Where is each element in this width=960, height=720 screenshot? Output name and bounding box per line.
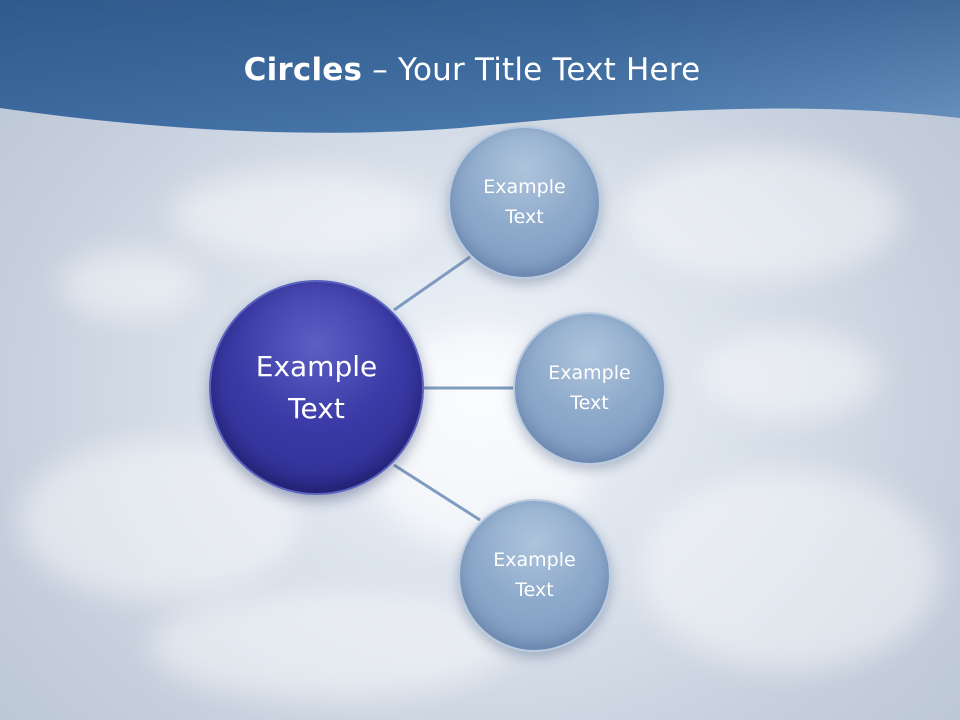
cloud-decoration <box>60 250 200 320</box>
center-circle-line1: Example <box>255 349 378 383</box>
center-circle-line2: Text <box>288 391 345 425</box>
cloud-decoration <box>700 330 880 420</box>
title-rest: – Your Title Text Here <box>362 52 701 88</box>
node-label-line1: Example <box>493 549 576 572</box>
cloud-decoration <box>640 470 940 670</box>
node-label-line2: Text <box>515 578 554 601</box>
header-band <box>0 0 960 133</box>
node-label-line1: Example <box>483 176 566 199</box>
node-circle-top: Example Text <box>448 126 601 279</box>
title-bold: Circles <box>243 52 363 88</box>
node-circle-bottom: Example Text <box>458 499 611 652</box>
node-circle-middle: Example Text <box>513 312 666 465</box>
page-title: Circles – Your Title Text Here <box>0 52 944 88</box>
connector-line <box>393 463 481 522</box>
connector-line <box>393 255 471 312</box>
node-label-line2: Text <box>570 391 609 414</box>
node-label-line2: Text <box>505 205 544 228</box>
cloud-decoration <box>150 590 510 700</box>
node-label-line1: Example <box>548 362 631 385</box>
cloud-decoration <box>170 170 430 260</box>
cloud-decoration <box>620 150 900 280</box>
center-circle: Example Text <box>209 280 424 495</box>
